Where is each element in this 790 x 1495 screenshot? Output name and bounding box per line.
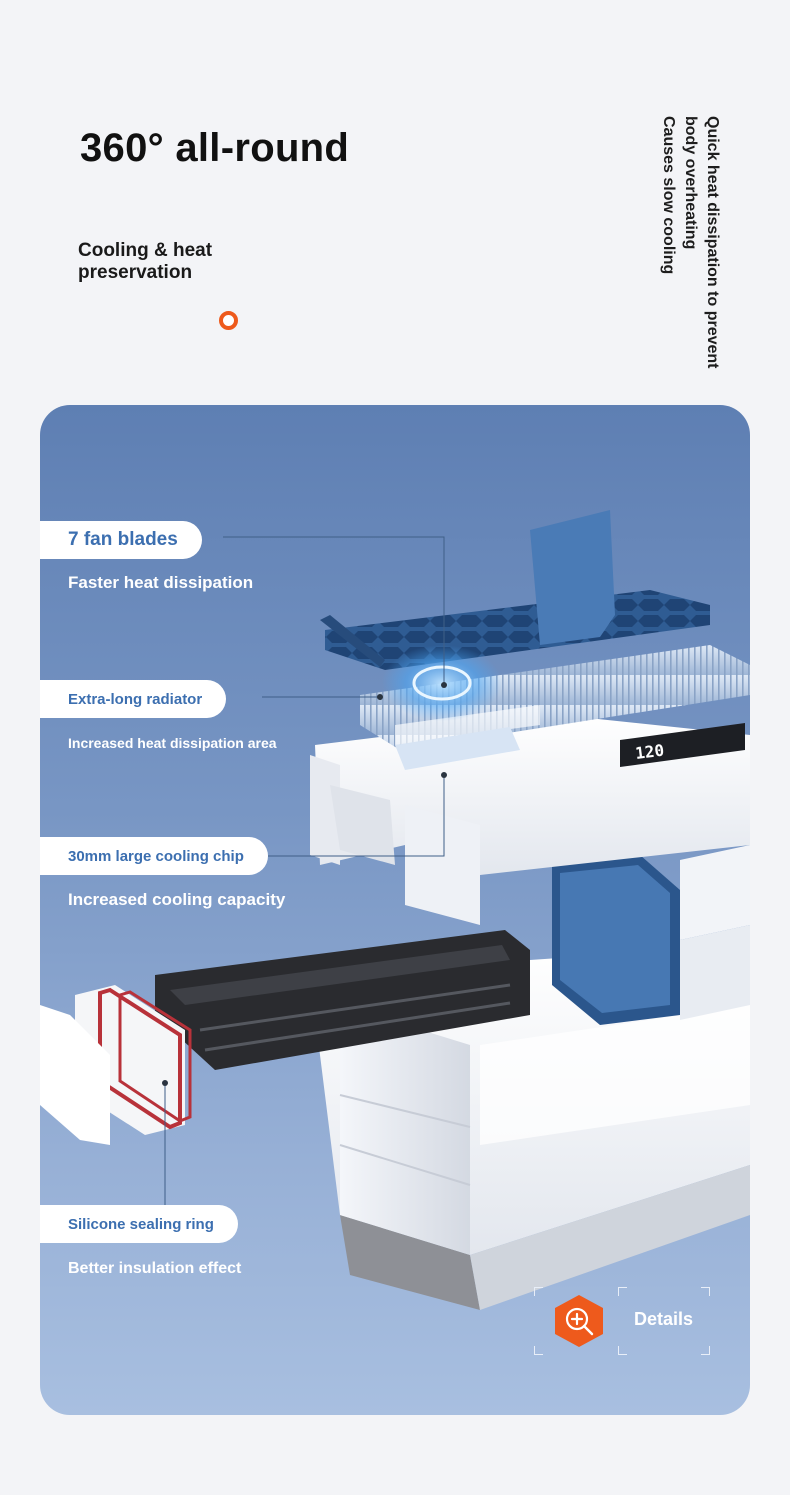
page-subhead: Cooling & heat preservation [78, 240, 213, 283]
frame-corner [701, 1346, 710, 1355]
vertical-note-line: Quick heat dissipation to prevent [704, 116, 721, 369]
vertical-note-line: body overheating [682, 116, 699, 250]
feature-pill-sealing-ring: Silicone sealing ring [40, 1205, 238, 1243]
feature-pill-cooling-chip: 30mm large cooling chip [40, 837, 268, 875]
vertical-note-line: Causes slow cooling [660, 116, 677, 275]
display-readout: 120 [634, 741, 665, 763]
details-label[interactable]: Details [634, 1309, 694, 1329]
vertical-note: Quick heat dissipation to prevent body o… [657, 116, 723, 386]
zoom-in-icon[interactable] [552, 1293, 606, 1349]
cooler-illustration: 120 [40, 510, 750, 1310]
page-headline: 360° all-round [80, 126, 350, 170]
frame-corner [618, 1346, 627, 1355]
feature-desc-fan-blades: Faster heat dissipation [68, 573, 254, 592]
accent-dot [219, 311, 238, 330]
details-button[interactable]: Details [534, 1287, 710, 1355]
feature-desc-radiator: Increased heat dissipation area [68, 735, 277, 751]
feature-desc-cooling-chip: Increased cooling capacity [68, 890, 286, 909]
frame-corner [534, 1287, 543, 1296]
frame-corner [701, 1287, 710, 1296]
feature-desc-sealing-ring: Better insulation effect [68, 1260, 242, 1277]
feature-pill-radiator: Extra-long radiator [40, 680, 227, 718]
feature-pill-fan-blades: 7 fan blades [40, 521, 202, 559]
frame-corner [534, 1346, 543, 1355]
feature-panel: 120 7 fan blades Faster [40, 405, 750, 1415]
frame-corner [618, 1287, 627, 1296]
